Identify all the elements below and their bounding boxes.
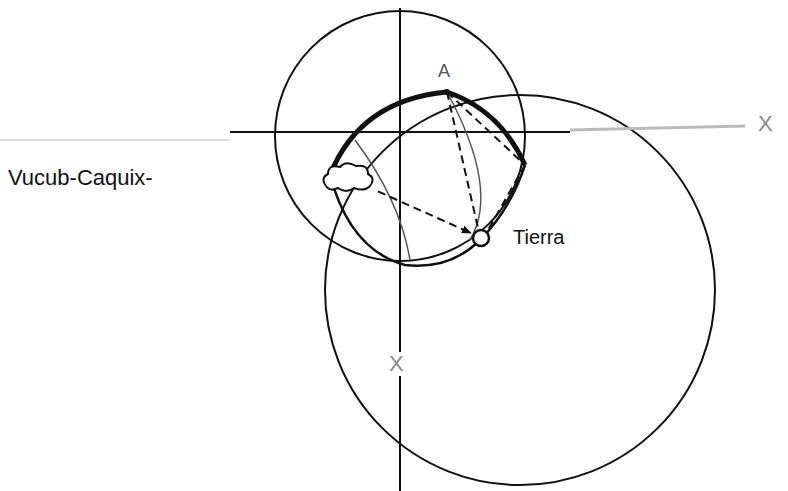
node-label: Tierra [513, 226, 564, 249]
cloud-node: Vucub-Caquix- [8, 160, 378, 196]
earth-node: Tierra [471, 226, 581, 249]
point-a [444, 89, 450, 95]
node-label: Vucub-Caquix- [8, 165, 153, 191]
inner-arc [447, 92, 481, 240]
dashed-arrow [378, 191, 471, 233]
axis-label: X [387, 352, 406, 376]
dashed-line [447, 92, 525, 165]
lens-arc [330, 92, 525, 175]
point-label: A [436, 62, 452, 82]
axis-x-pencil [570, 126, 745, 130]
axis-label: X [756, 112, 775, 136]
inner-arc [355, 140, 410, 260]
earth-circle [471, 228, 491, 248]
dashed-line [488, 165, 525, 230]
dashed-line [447, 92, 478, 228]
axis-y [399, 8, 401, 491]
axis-line [0, 140, 230, 141]
cloud-symbol [318, 160, 378, 196]
